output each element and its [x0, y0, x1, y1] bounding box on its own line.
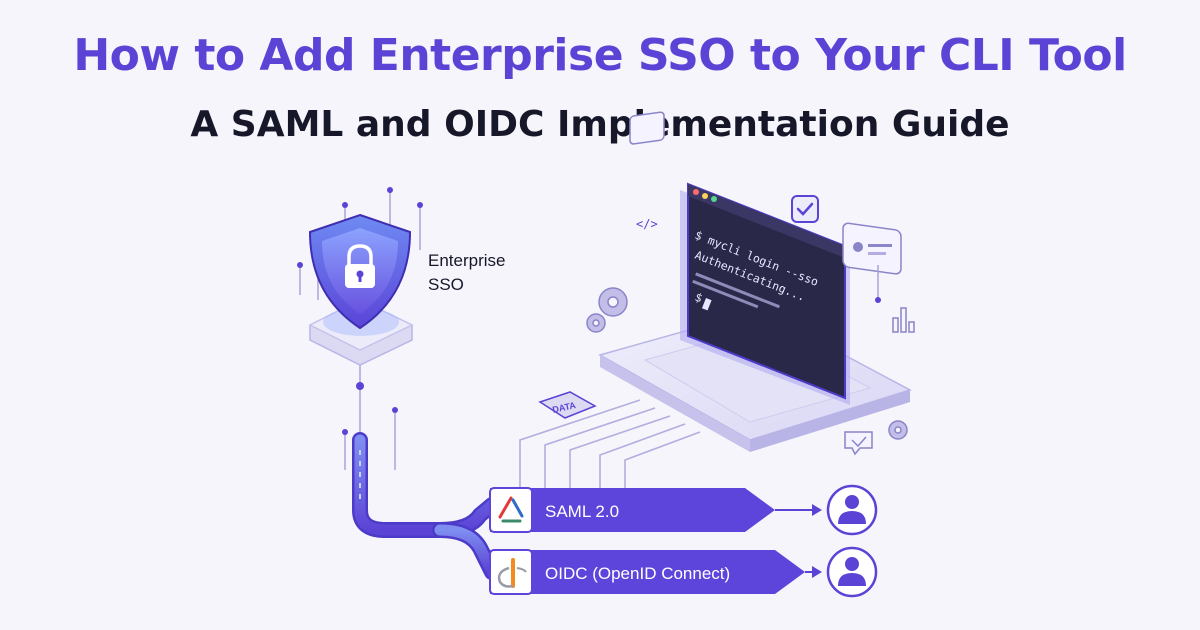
bar-chart-icon	[892, 307, 915, 333]
user-card-icon	[842, 222, 902, 275]
window-min-dot	[702, 193, 708, 199]
connection-pipe	[352, 432, 500, 580]
data-tag-label: DATA	[551, 400, 577, 415]
data-tag: DATA	[538, 391, 597, 419]
terminal-progress-lines	[692, 272, 780, 309]
gear-icon	[586, 287, 628, 333]
oidc-banner: OIDC (OpenID Connect)	[489, 549, 805, 595]
shield-label-line2: SSO	[428, 275, 464, 294]
page-title: How to Add Enterprise SSO to Your CLI To…	[73, 30, 1127, 81]
saml-label: SAML 2.0	[545, 502, 619, 521]
circuit-dot-right	[875, 297, 881, 303]
laptop-base	[598, 309, 912, 452]
chat-bubble-icon	[844, 431, 873, 456]
page-subtitle: A SAML and OIDC Implementation Guide	[190, 104, 1010, 145]
window-close-dot	[693, 189, 699, 195]
check-badge-icon	[791, 195, 819, 223]
saml-banner: SAML 2.0	[489, 487, 775, 533]
oidc-label: OIDC (OpenID Connect)	[545, 564, 730, 583]
window-max-dot	[711, 196, 717, 202]
terminal-window: $ mycli login --sso Authenticating... $	[680, 182, 850, 405]
arrow-to-user-2	[805, 566, 822, 578]
shield-label-line1: Enterprise	[428, 251, 505, 270]
padlock-shield-icon	[308, 213, 412, 330]
saml-logo-icon	[498, 496, 524, 523]
gear-icon-small	[888, 420, 908, 440]
data-traces	[519, 399, 701, 490]
user-avatar-icon-2	[826, 546, 878, 598]
user-avatar-icon-1	[826, 484, 878, 536]
terminal-cursor	[701, 298, 712, 311]
code-tag-icon: </>	[629, 111, 665, 231]
terminal-prompt: $	[693, 290, 705, 306]
openid-logo-icon	[497, 558, 527, 588]
arrow-to-user-1	[775, 504, 822, 516]
code-tag-label: </>	[636, 217, 658, 231]
